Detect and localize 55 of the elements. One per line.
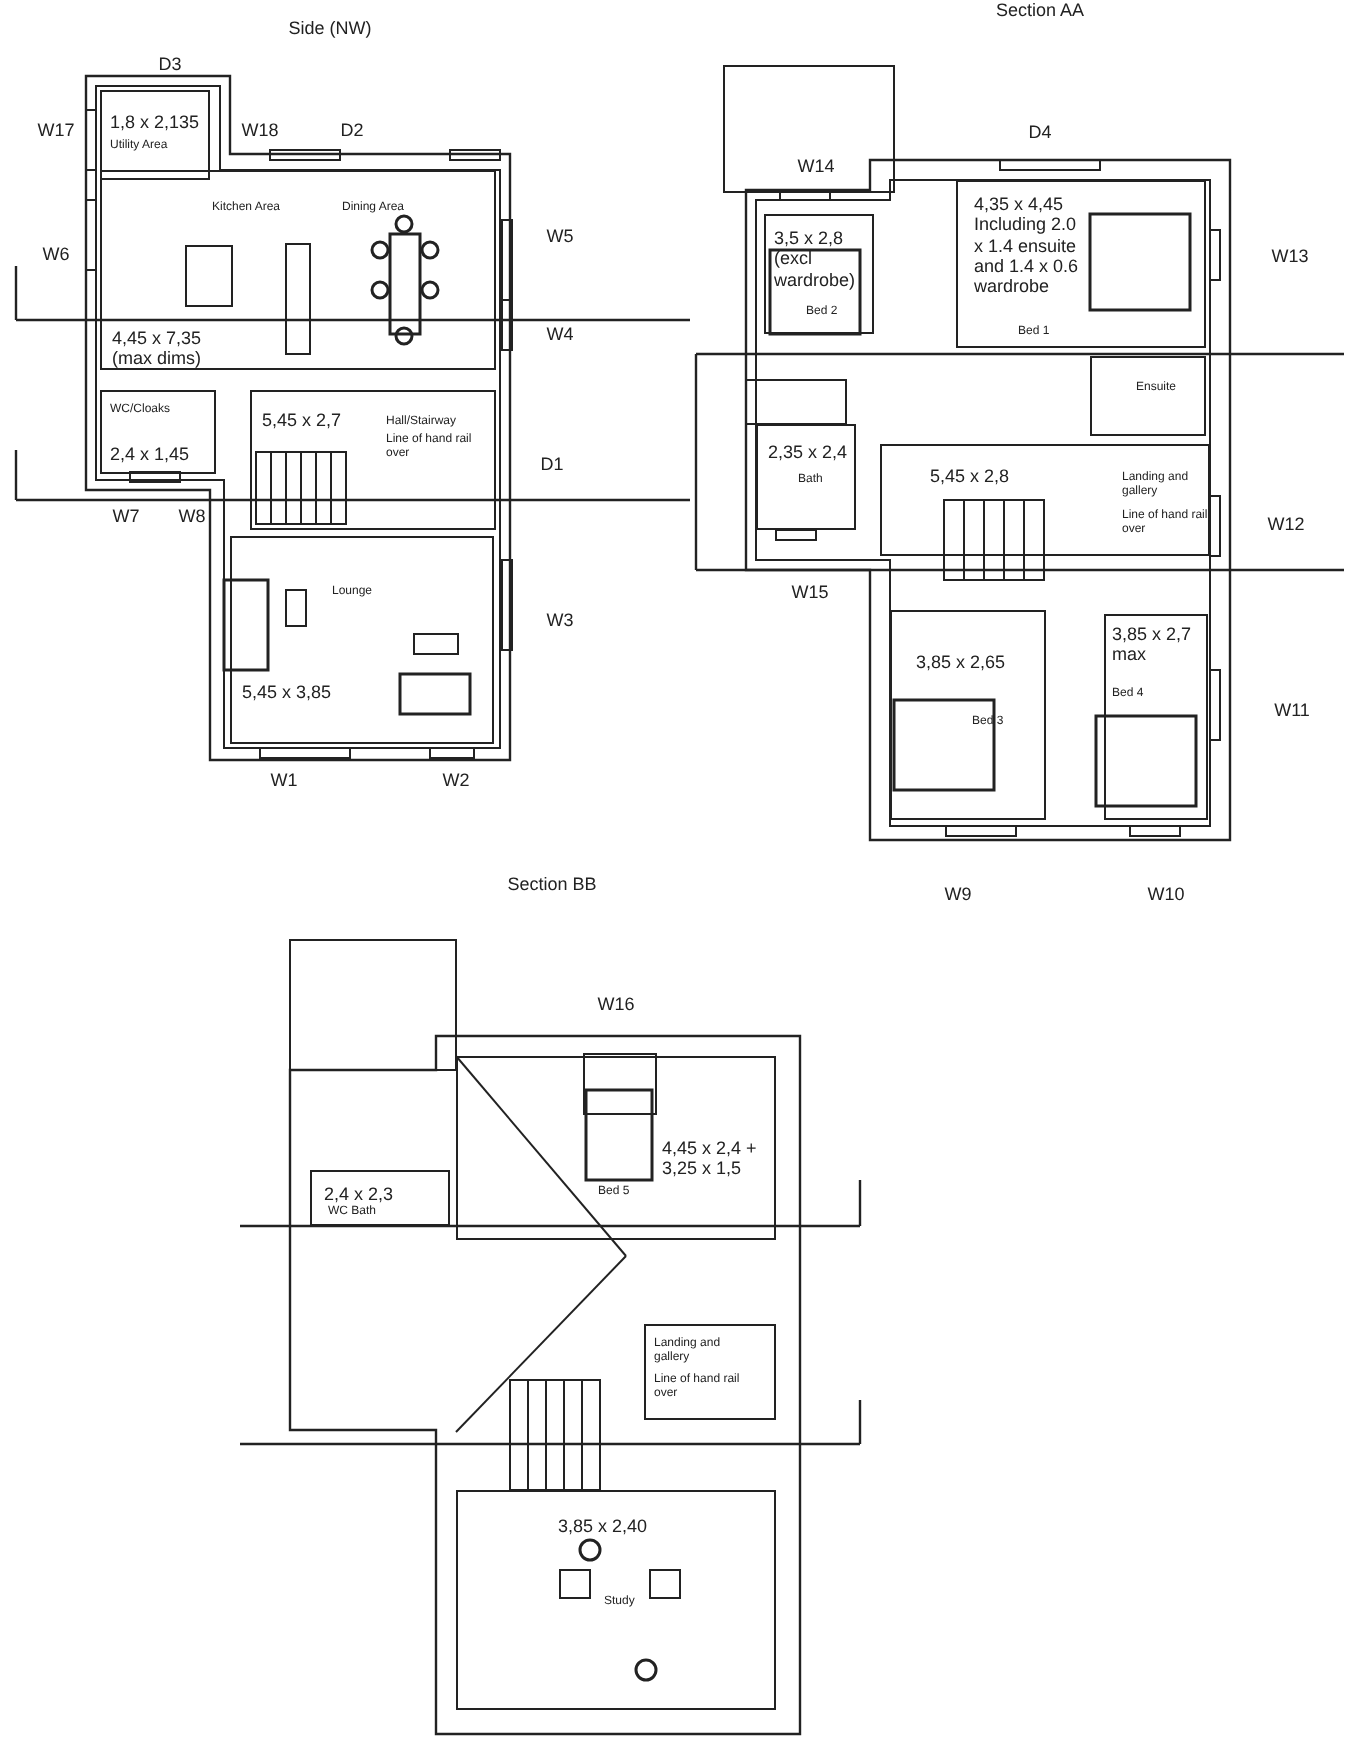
room-outline	[100, 390, 216, 474]
window-label: W1	[270, 770, 298, 790]
room-outline	[880, 444, 1210, 556]
room-outline	[756, 424, 856, 530]
window-label: W10	[1147, 884, 1185, 904]
door-label: D2	[340, 120, 364, 140]
room-outline	[644, 1324, 776, 1420]
window-label: W8	[178, 506, 206, 526]
room-outline	[100, 90, 210, 180]
room-dimensions: 1,8 x 2,135	[110, 112, 200, 133]
window-label: W16	[597, 994, 635, 1014]
room-dimensions: 2,4 x 2,3	[324, 1184, 394, 1205]
room-dimensions: 4,45 x 2,4 + 3,25 x 1,5	[662, 1138, 759, 1180]
room-outline	[100, 170, 496, 370]
room-dimensions: 3,5 x 2,8 (excl wardrobe)	[774, 228, 858, 291]
door-label: D1	[540, 454, 564, 474]
room-dimensions: 3,85 x 2,40	[558, 1516, 648, 1537]
window-label: W11	[1274, 700, 1310, 720]
room-outline	[764, 214, 874, 334]
window-label: W7	[112, 506, 140, 526]
view-title: Side (NW)	[288, 18, 372, 38]
window-label: W4	[546, 324, 574, 344]
section-title: Section BB	[507, 874, 597, 894]
window-label: W17	[37, 120, 75, 140]
room-dimensions: 4,35 x 4,45 Including 2.0 x 1.4 ensuite and 1.4 x 0.6 wardrobe	[974, 194, 1081, 298]
room-dimensions: 5,45 x 3,85	[242, 682, 332, 703]
window-label: W6	[42, 244, 70, 264]
window-label: W2	[442, 770, 470, 790]
room-outline	[230, 536, 494, 744]
door-label: D4	[1028, 122, 1052, 142]
room-dimensions: 5,45 x 2,7	[262, 410, 342, 431]
room-outline	[1090, 356, 1206, 436]
room-dimensions: 3,85 x 2,7 max	[1112, 624, 1194, 666]
door-label: D3	[158, 54, 182, 74]
room-dimensions: 2,4 x 1,45	[110, 444, 190, 465]
room-dimensions: 4,45 x 7,35 (max dims)	[112, 328, 204, 370]
window-label: W15	[791, 582, 829, 602]
section-title: Section AA	[995, 0, 1085, 20]
window-label: W3	[546, 610, 574, 630]
window-label: W13	[1271, 246, 1309, 266]
window-label: W9	[944, 884, 972, 904]
room-dimensions: 3,85 x 2,65	[916, 652, 1006, 673]
window-label: W14	[797, 156, 835, 176]
room-outline	[250, 390, 496, 530]
room-outline	[1104, 614, 1208, 820]
room-dimensions: 5,45 x 2,8	[930, 466, 1010, 487]
room-outline	[956, 180, 1206, 348]
room-dimensions: 2,35 x 2,4	[768, 442, 848, 463]
window-label: W18	[241, 120, 279, 140]
room-outline	[890, 610, 1046, 820]
window-label: W5	[546, 226, 574, 246]
room-outline	[456, 1490, 776, 1710]
room-outline	[456, 1056, 776, 1240]
room-outline	[310, 1170, 450, 1226]
window-label: W12	[1267, 514, 1305, 534]
